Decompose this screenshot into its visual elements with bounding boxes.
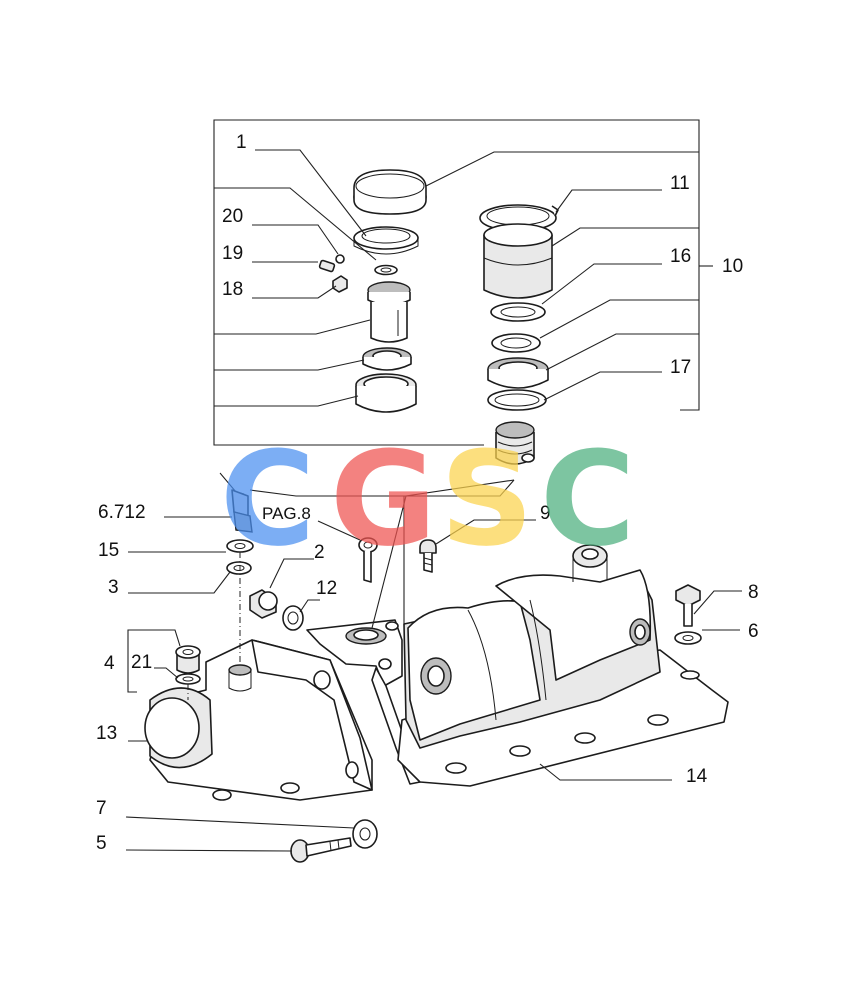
small-washer-part [374,264,398,276]
bearing-ring-part [362,347,412,371]
sender-part [219,472,253,533]
callout-14: 14 [686,766,708,787]
callout-1: 1 [236,132,247,153]
washer-15-part [226,539,254,553]
shim-part [491,333,541,353]
ring-1-part [353,226,419,255]
callout-10: 10 [722,256,743,277]
callout-5: 5 [96,833,107,854]
callout-16: 16 [670,246,691,267]
leader-lines [125,149,742,852]
callout-labels: 1 20 19 18 11 16 10 17 6.712 PAG.8 9 15 … [96,132,759,854]
housing-part [479,204,559,299]
callout-pag8: PAG.8 [262,504,311,523]
pinion-part [495,421,535,465]
callout-4: 4 [104,653,115,674]
washer-7-part [352,819,378,849]
watermark-letter-4: C [540,423,635,575]
watermark-letter-3: S [440,423,534,575]
callout-13: 13 [96,723,117,744]
key-part [332,275,348,293]
callout-7: 7 [96,798,107,819]
left-cover-part [144,639,373,801]
callout-8: 8 [748,582,759,603]
plug-4-part [175,645,201,674]
bolt-5-part [290,837,352,863]
callout-17: 17 [670,357,691,378]
watermark-logo: C G S C [220,423,635,575]
pin-part [358,537,378,583]
bolt-8-part [675,584,701,627]
inset-frame [213,119,713,446]
splined-sleeve-part [367,281,411,343]
callout-20: 20 [222,206,243,227]
main-cover-part [385,544,729,787]
watermark-letter-2: G [330,423,437,575]
shim-16-part [490,302,546,322]
washer-6-part [674,631,702,645]
callout-2: 2 [314,542,325,563]
callout-18: 18 [222,279,243,300]
callout-9: 9 [540,503,551,524]
washer-12-part [282,605,304,631]
callout-21: 21 [131,652,152,673]
callout-6: 6 [748,621,759,642]
callout-11: 11 [670,173,690,194]
callout-12: 12 [316,578,337,599]
circlip-17-part [487,389,547,411]
bearing-part [487,357,549,389]
washer-3-part [226,561,252,575]
watermark-letter-1: C [220,423,315,575]
screw-9-part [419,539,437,573]
grub-screw-part [318,254,345,273]
plug-2-part [249,589,278,619]
cup-part [355,373,417,413]
washer-21-part [175,673,201,685]
cap-part [353,169,427,215]
callout-15: 15 [98,540,119,561]
callout-3: 3 [108,577,119,598]
callout-6712: 6.712 [98,502,146,523]
callout-19: 19 [222,243,243,264]
